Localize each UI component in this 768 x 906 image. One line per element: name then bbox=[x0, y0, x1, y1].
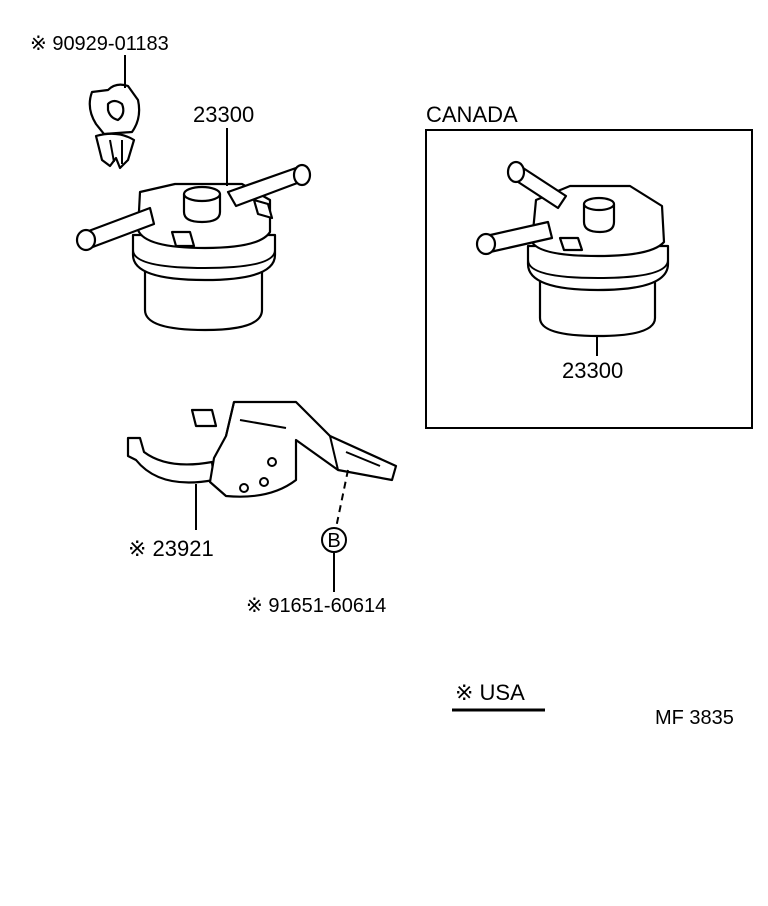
clip-part-number: ※ 90929-01183 bbox=[30, 33, 169, 55]
fuel-filter-main-drawing bbox=[75, 163, 312, 332]
canada-box bbox=[425, 129, 753, 429]
usa-note: ※ USA bbox=[455, 680, 525, 705]
bolt-dashed-leader bbox=[335, 469, 349, 529]
fuel-filter-canada-drawing bbox=[475, 160, 670, 338]
filter-canada-part-number: 23300 bbox=[562, 358, 623, 383]
filter-main-part-number: 23300 bbox=[193, 102, 254, 127]
bracket-drawing bbox=[126, 400, 398, 498]
canada-title: CANADA bbox=[426, 102, 518, 127]
clip-drawing bbox=[88, 83, 141, 170]
callout-letter: B bbox=[327, 530, 340, 552]
figure-code: MF 3835 bbox=[655, 707, 734, 729]
bolt-part-number: ※ 91651-60614 bbox=[246, 595, 386, 617]
bracket-part-number: ※ 23921 bbox=[128, 536, 214, 561]
callout-circle bbox=[321, 527, 347, 553]
